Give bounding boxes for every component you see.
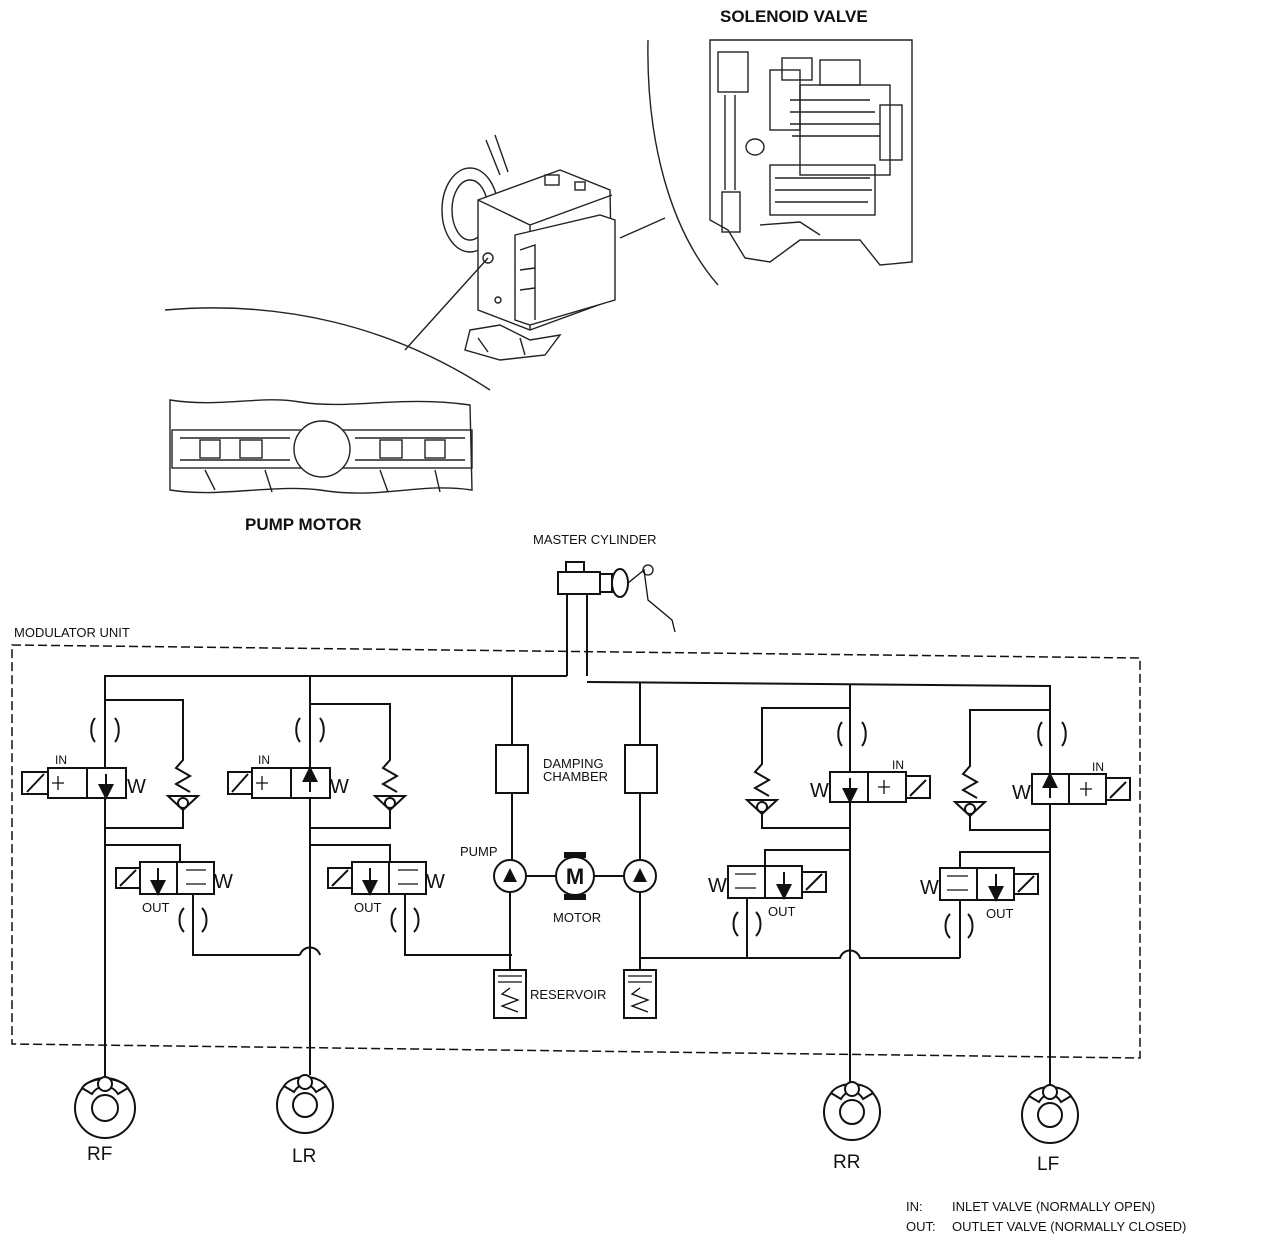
reservoir-label: RESERVOIR xyxy=(530,987,606,1002)
rf-outlet-valve: W xyxy=(105,844,300,956)
lf-in-spring-w: W xyxy=(1012,782,1031,804)
legend-out-key: OUT: xyxy=(906,1219,936,1234)
supply-lines xyxy=(104,675,1051,1085)
rr-in-label: IN xyxy=(892,758,904,772)
pump-label: PUMP xyxy=(460,844,498,859)
modulator-unit-label: MODULATOR UNIT xyxy=(14,625,130,640)
rr-out-spring-w: W xyxy=(708,875,727,897)
wheel-rr xyxy=(823,1081,881,1141)
lf-inlet-valve: W xyxy=(952,709,1131,831)
damping-label-2: CHAMBER xyxy=(543,769,608,784)
legend-out-text: OUTLET VALVE (NORMALLY CLOSED) xyxy=(952,1219,1186,1234)
legend-in-text: INLET VALVE (NORMALLY OPEN) xyxy=(952,1199,1155,1214)
rf-in-label: IN xyxy=(55,753,67,767)
modulator-unit-boundary xyxy=(11,644,1141,1059)
rf-out-label: OUT xyxy=(142,900,170,915)
lr-in-spring-w: W xyxy=(330,776,349,798)
rr-out-label: OUT xyxy=(768,904,796,919)
rf-inlet-valve: W xyxy=(21,699,201,829)
rr-inlet-valve: W xyxy=(744,707,931,829)
pump-right xyxy=(623,859,657,893)
modulator-unit-illustration xyxy=(164,134,616,391)
lr-outlet-valve: W xyxy=(299,844,512,956)
lf-in-label: IN xyxy=(1092,760,1104,774)
solenoid-valve-label: SOLENOID VALVE xyxy=(720,7,868,26)
legend: IN: INLET VALVE (NORMALLY OPEN) OUT: OUT… xyxy=(906,1199,1186,1234)
lf-out-spring-w: W xyxy=(920,877,939,899)
damping-label-1: DAMPING xyxy=(543,756,604,771)
pump-left xyxy=(493,859,527,893)
rr-in-spring-w: W xyxy=(810,780,829,802)
rf-out-spring-w: W xyxy=(214,871,233,893)
damping-chambers xyxy=(495,744,658,862)
wheel-lf xyxy=(1021,1084,1079,1144)
rf-in-spring-w: W xyxy=(127,776,146,798)
lf-outlet-valve: W xyxy=(920,851,1050,958)
pump-leader-line xyxy=(404,257,489,351)
motor-symbol: M xyxy=(566,864,584,889)
wheel-lr-label: LR xyxy=(292,1146,316,1167)
wheel-lr xyxy=(276,1074,334,1134)
master-cylinder-label: MASTER CYLINDER xyxy=(533,532,657,547)
pump-motor-illustration xyxy=(169,399,473,494)
lr-out-spring-w: W xyxy=(426,871,445,893)
lf-out-label: OUT xyxy=(986,906,1014,921)
lr-inlet-valve: W xyxy=(227,703,408,829)
lr-in-label: IN xyxy=(258,753,270,767)
solenoid-valve-illustration xyxy=(647,39,913,286)
lr-out-label: OUT xyxy=(354,900,382,915)
motor-label: MOTOR xyxy=(553,910,601,925)
wheel-lf-label: LF xyxy=(1037,1154,1059,1175)
pump-motor-label: PUMP MOTOR xyxy=(245,515,362,534)
reservoirs xyxy=(493,892,657,1019)
solenoid-leader-line xyxy=(619,217,666,239)
wheel-rr-label: RR xyxy=(833,1152,860,1173)
master-cylinder xyxy=(557,561,676,676)
rr-outlet-valve: W xyxy=(640,849,960,959)
wheel-rf-label: RF xyxy=(87,1144,112,1165)
motor: M xyxy=(526,852,624,900)
legend-in-key: IN: xyxy=(906,1199,923,1214)
wheel-rf xyxy=(74,1076,136,1139)
